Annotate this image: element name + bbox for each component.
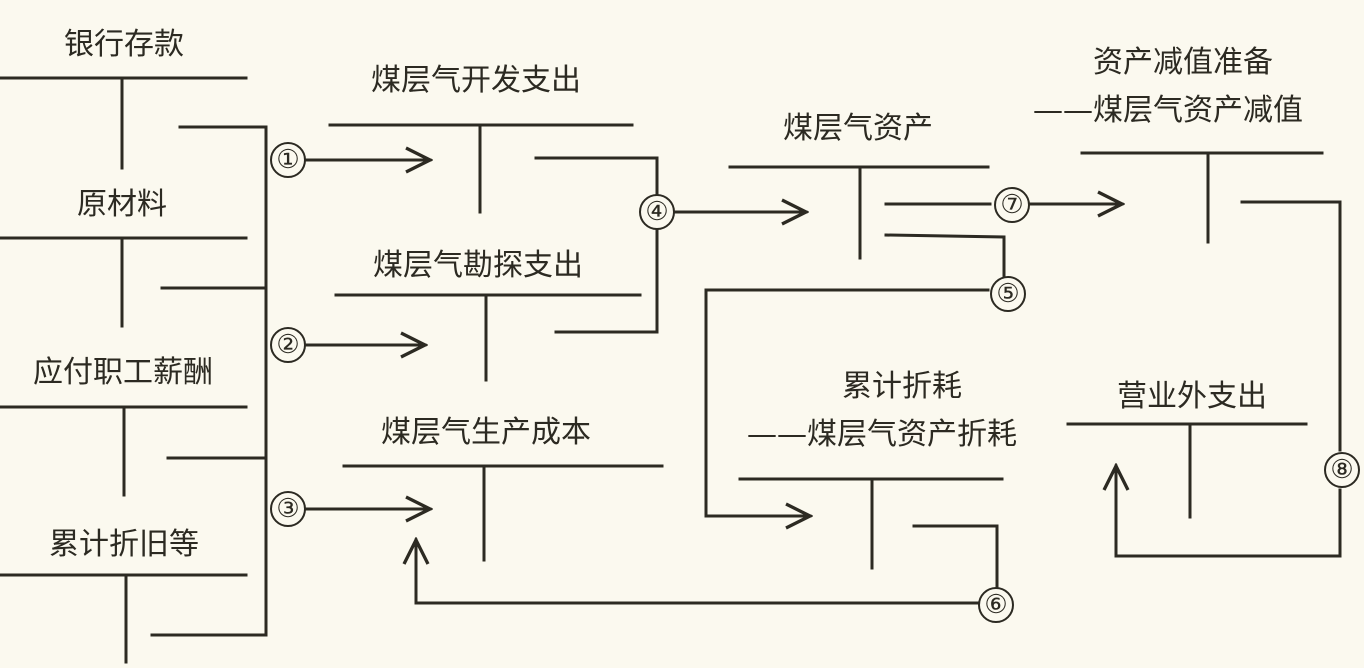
label-depletion-line2: ——煤层气资产折耗: [747, 417, 1017, 452]
t-account-bank-deposit: [0, 76, 248, 170]
t-account-cbm-prod-cost: [342, 464, 664, 562]
arrow-step-8: [1116, 466, 1342, 558]
line-step-6-from-depletion: [912, 524, 999, 590]
t-account-raw-materials: [0, 236, 248, 328]
label-cbm-dev-expense: 煤层气开发支出: [371, 63, 581, 98]
label-cbm-explore-expense: 煤层气勘探支出: [373, 248, 583, 283]
label-raw-materials: 原材料: [77, 187, 167, 222]
t-account-payroll-payable: [0, 405, 248, 497]
arrow-step-6: [416, 540, 980, 605]
label-cbm-prod-cost: 煤层气生产成本: [381, 415, 591, 450]
label-cbm-assets: 煤层气资产: [783, 111, 933, 146]
label-bank-deposit: 银行存款: [64, 27, 184, 62]
t-account-cbm-explore-expense: [334, 293, 642, 382]
label-accum-depreciation: 累计折旧等: [49, 527, 199, 562]
t-account-cbm-assets: [728, 165, 990, 260]
step-marker-4: ④: [639, 194, 675, 230]
label-depletion-line1: 累计折耗: [842, 369, 962, 404]
step-marker-2: ②: [270, 327, 306, 363]
arrow-step-5: [704, 288, 990, 516]
t-account-non-op-expense: [1066, 422, 1308, 519]
step-marker-3: ③: [270, 491, 306, 527]
label-non-op-expense: 营业外支出: [1117, 379, 1267, 414]
label-impairment-line1: 资产减值准备: [1093, 45, 1273, 80]
bracket-step-4: [534, 156, 659, 334]
step-marker-6: ⑥: [978, 587, 1014, 623]
line-step-5-from-assets: [884, 233, 1006, 279]
t-account-impairment: [1080, 151, 1324, 244]
step-marker-1: ①: [270, 142, 306, 178]
t-account-cbm-dev-expense: [328, 123, 634, 214]
label-impairment-line2: ——煤层气资产减值: [1033, 93, 1303, 128]
t-account-accum-depletion: [738, 477, 1004, 570]
step-marker-8: ⑧: [1324, 452, 1360, 488]
line-step-8-from-impairment: [1240, 200, 1342, 452]
step-marker-7: ⑦: [994, 187, 1030, 223]
label-payroll-payable: 应付职工薪酬: [33, 355, 213, 390]
t-account-accum-depreciation: [0, 573, 248, 664]
step-marker-5: ⑤: [990, 276, 1026, 312]
